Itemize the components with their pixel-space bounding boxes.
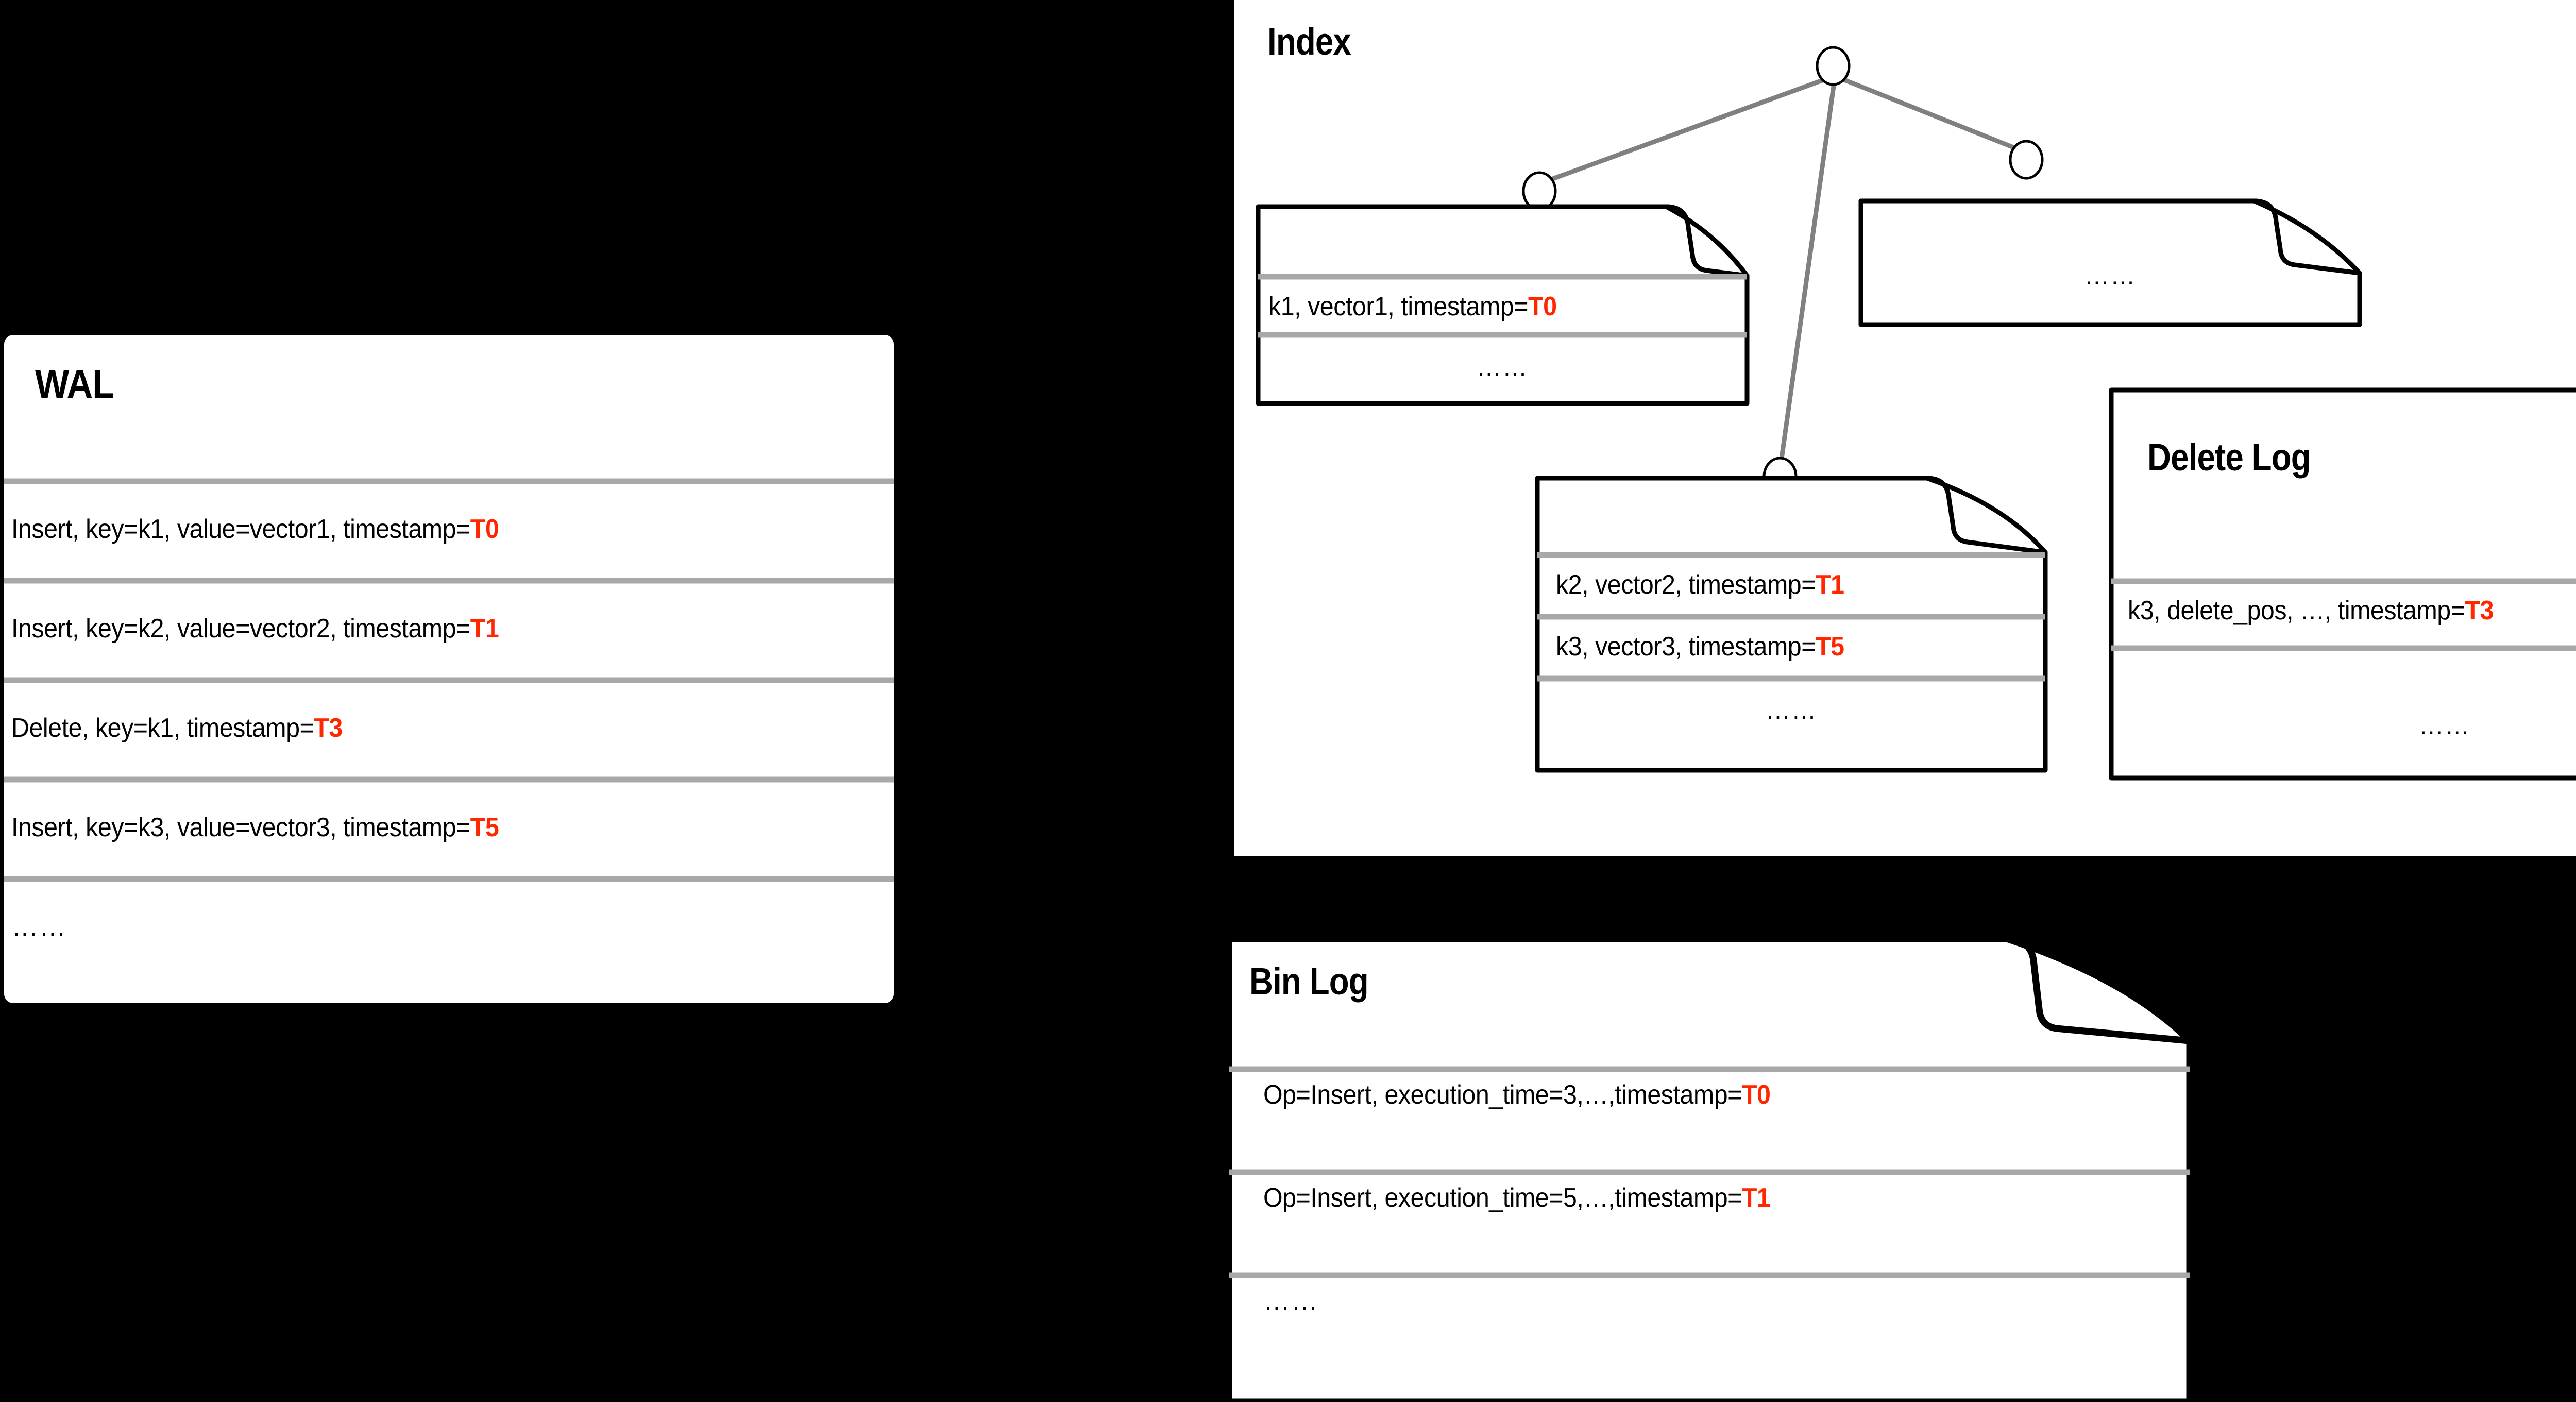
index-title: Index	[1267, 20, 1351, 63]
index-leaf-k2k3-row-0: k2, vector2, timestamp=T1	[1556, 570, 1844, 600]
tree-node-root	[1816, 46, 1851, 86]
index-leaf-k2k3-row-2-ellipsis: ……	[1765, 695, 1818, 725]
index-leaf-ellipsis-doc	[1858, 198, 2362, 327]
index-leaf-k1-row-0: k1, vector1, timestamp=T0	[1268, 292, 1557, 322]
bin-log-row-2-ellipsis: ……	[1263, 1286, 1319, 1316]
delete-log-doc	[2109, 387, 2576, 781]
tree-node-right	[2009, 140, 2044, 180]
wal-row-3: Insert, key=k3, value=vector3, timestamp…	[11, 813, 499, 842]
delete-log-row-0: k3, delete_pos, …, timestamp=T3	[2128, 596, 2494, 626]
delete-log-title: Delete Log	[2147, 436, 2311, 479]
bin-log-doc	[1225, 935, 2193, 1402]
edge-root-to-middle	[1779, 82, 1837, 459]
timestamp-badge: T1	[470, 614, 499, 644]
index-leaf-ellipsis-row-0: ……	[2084, 261, 2137, 291]
timestamp-badge: T5	[1816, 632, 1844, 662]
index-leaf-k2k3-row-1: k3, vector3, timestamp=T5	[1556, 632, 1844, 662]
edge-root-to-right	[1839, 76, 2020, 152]
timestamp-badge: T0	[1741, 1080, 1771, 1110]
timestamp-badge: T0	[470, 514, 499, 544]
bin-log-row-1: Op=Insert, execution_time=5,…,timestamp=…	[1263, 1183, 1771, 1213]
bin-log-row-0: Op=Insert, execution_time=3,…,timestamp=…	[1263, 1080, 1771, 1110]
wal-row-2: Delete, key=k1, timestamp=T3	[11, 713, 343, 743]
delete-log-row-1-ellipsis: ……	[2418, 711, 2471, 740]
wal-row-4-ellipsis: ……	[11, 912, 67, 942]
timestamp-badge: T5	[470, 813, 499, 842]
wal-title: WAL	[35, 361, 114, 407]
index-leaf-k1-row-1-ellipsis: ……	[1476, 352, 1529, 382]
bin-log-title: Bin Log	[1249, 960, 1369, 1003]
timestamp-badge: T0	[1528, 292, 1557, 322]
wal-panel	[4, 335, 894, 1003]
index-leaf-k2k3-doc	[1535, 476, 2048, 773]
tree-edges	[1545, 76, 2020, 459]
timestamp-badge: T3	[314, 713, 343, 743]
index-leaf-k1-doc	[1256, 204, 1750, 406]
timestamp-badge: T1	[1741, 1183, 1771, 1213]
edge-root-to-left	[1545, 76, 1829, 184]
tree-node-left	[1522, 171, 1557, 211]
wal-row-0: Insert, key=k1, value=vector1, timestamp…	[11, 514, 499, 544]
wal-row-1: Insert, key=k2, value=vector2, timestamp…	[11, 614, 499, 644]
timestamp-badge: T1	[1816, 570, 1844, 600]
timestamp-badge: T3	[2465, 596, 2494, 626]
